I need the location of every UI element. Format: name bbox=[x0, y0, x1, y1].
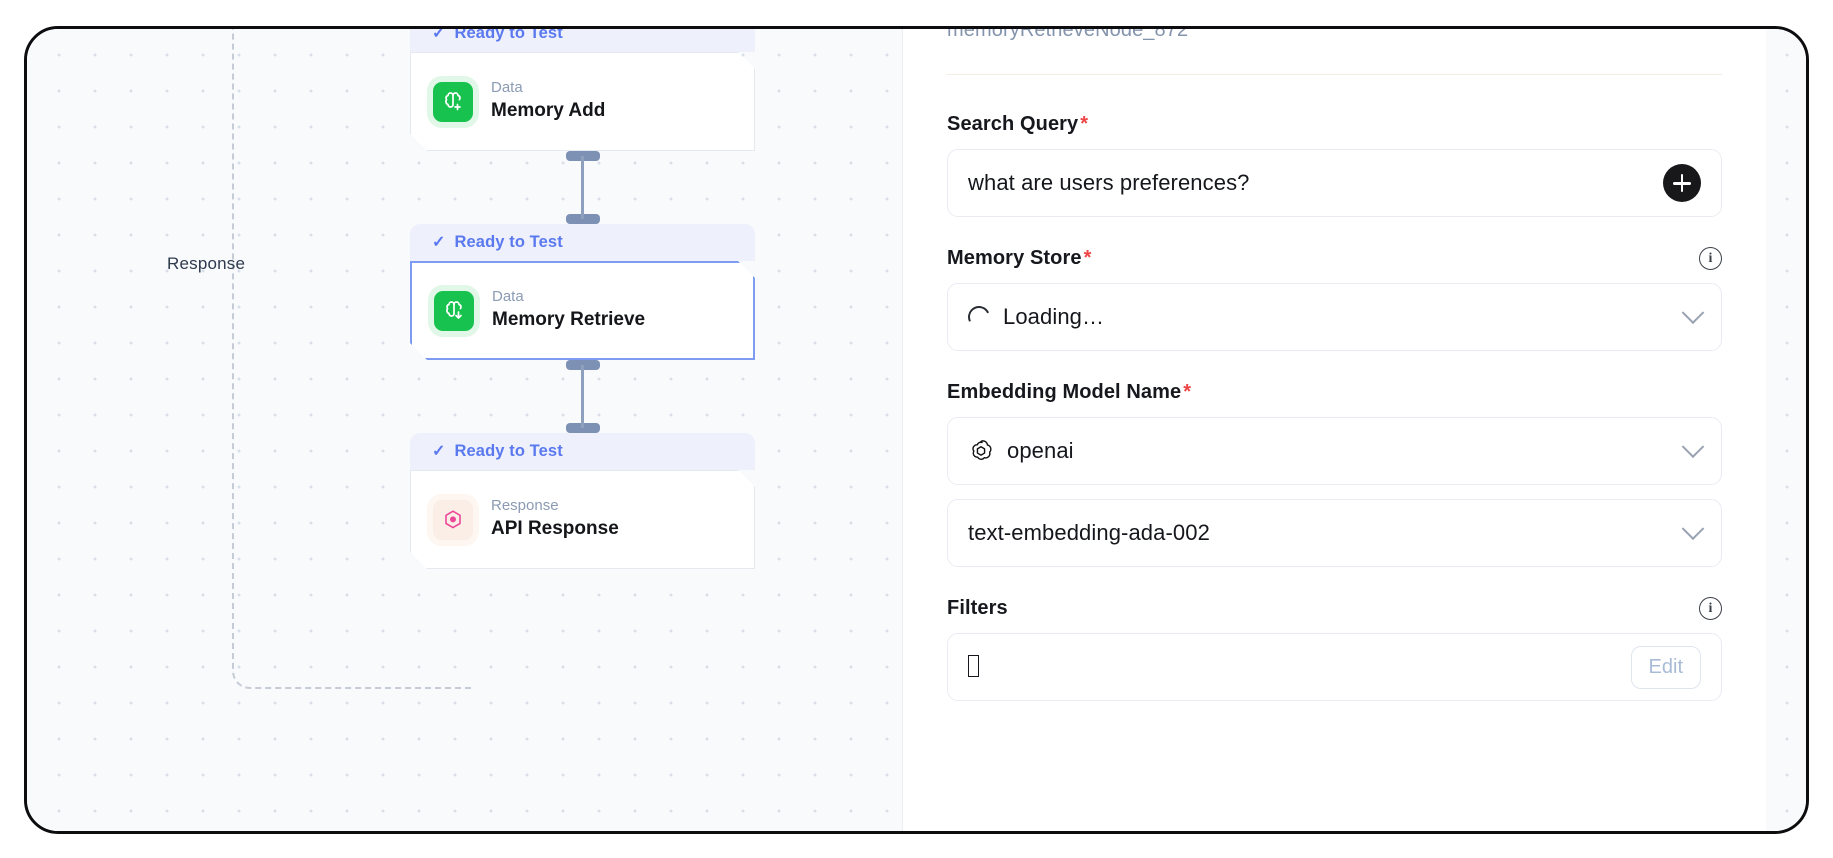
edit-filters-button[interactable]: Edit bbox=[1630, 645, 1701, 689]
api-response-icon bbox=[433, 500, 473, 540]
info-icon[interactable]: i bbox=[1699, 247, 1722, 270]
embedding-model-label: Embedding Model Name* bbox=[947, 381, 1192, 403]
chevron-down-icon bbox=[1681, 517, 1705, 541]
field-embedding-model: Embedding Model Name* openai text-embedd… bbox=[947, 381, 1722, 567]
status-label: Ready to Test bbox=[454, 26, 563, 42]
filters-label: Filters bbox=[947, 597, 1008, 619]
connector-1 bbox=[410, 151, 755, 224]
target-handle[interactable] bbox=[565, 214, 600, 224]
field-label-row: Filters i bbox=[947, 597, 1722, 620]
app-window: Response ✓ Ready to Test bbox=[24, 26, 1809, 834]
node-category: Data bbox=[491, 79, 523, 97]
node-column: ✓ Ready to Test Data Memory A bbox=[410, 26, 755, 569]
field-memory-store: Memory Store* i Loading… bbox=[947, 247, 1722, 351]
status-badge: ✓ Ready to Test bbox=[410, 224, 755, 261]
check-icon: ✓ bbox=[432, 26, 446, 42]
field-label-row: Memory Store* i bbox=[947, 247, 1722, 270]
node-card[interactable]: Data Memory Add bbox=[410, 52, 755, 151]
search-query-value: what are users preferences? bbox=[968, 170, 1250, 195]
node-card[interactable]: Response API Response bbox=[410, 470, 755, 569]
connector-line bbox=[581, 365, 584, 428]
embedding-provider-value: openai bbox=[1007, 438, 1074, 463]
node-meta: Response API Response bbox=[491, 498, 619, 540]
status-label: Ready to Test bbox=[454, 442, 563, 460]
openai-logo-icon bbox=[968, 438, 994, 464]
response-edge bbox=[232, 29, 472, 689]
panel-divider bbox=[947, 74, 1722, 75]
connector-line bbox=[581, 156, 584, 219]
node-properties-panel: memoryRetrieveNode_872 Search Query* wha… bbox=[902, 29, 1766, 831]
loading-spinner-icon bbox=[964, 302, 994, 332]
check-icon: ✓ bbox=[432, 233, 446, 251]
node-category: Data bbox=[492, 288, 524, 306]
node-memory-add[interactable]: ✓ Ready to Test Data Memory A bbox=[410, 26, 755, 151]
required-marker: * bbox=[1083, 247, 1092, 269]
required-marker: * bbox=[1183, 381, 1192, 403]
embedding-model-value: text-embedding-ada-002 bbox=[968, 520, 1210, 545]
edge-label-response: Response bbox=[167, 254, 246, 273]
embedding-model-select[interactable]: text-embedding-ada-002 bbox=[947, 499, 1722, 567]
filters-input[interactable]: Edit bbox=[947, 633, 1722, 701]
memory-store-value: Loading… bbox=[1003, 304, 1105, 329]
add-variable-button[interactable] bbox=[1663, 164, 1701, 202]
check-icon: ✓ bbox=[432, 442, 446, 460]
info-icon[interactable]: i bbox=[1699, 597, 1722, 620]
chevron-down-icon bbox=[1681, 435, 1705, 459]
memory-store-select[interactable]: Loading… bbox=[947, 283, 1722, 351]
node-title: Memory Add bbox=[491, 99, 606, 121]
target-handle[interactable] bbox=[565, 423, 600, 433]
search-query-label: Search Query* bbox=[947, 113, 1089, 135]
node-meta: Data Memory Retrieve bbox=[492, 289, 645, 331]
field-label-row: Search Query* bbox=[947, 113, 1722, 136]
status-badge: ✓ Ready to Test bbox=[410, 433, 755, 470]
empty-array-glyph bbox=[968, 654, 979, 677]
field-label-row: Embedding Model Name* bbox=[947, 381, 1722, 404]
brain-retrieve-icon bbox=[434, 291, 474, 331]
node-title: API Response bbox=[491, 517, 619, 539]
filters-value bbox=[968, 654, 1618, 680]
chevron-down-icon bbox=[1681, 301, 1705, 325]
field-search-query: Search Query* what are users preferences… bbox=[947, 113, 1722, 217]
required-marker: * bbox=[1080, 113, 1089, 135]
connector-2 bbox=[410, 360, 755, 433]
node-title: Memory Retrieve bbox=[492, 308, 646, 330]
status-label: Ready to Test bbox=[454, 233, 563, 251]
node-meta: Data Memory Add bbox=[491, 80, 605, 122]
node-card[interactable]: Data Memory Retrieve bbox=[410, 261, 755, 360]
search-query-input[interactable]: what are users preferences? bbox=[947, 149, 1722, 217]
status-badge: ✓ Ready to Test bbox=[410, 26, 755, 52]
brain-add-icon bbox=[433, 82, 473, 122]
memory-store-label: Memory Store* bbox=[947, 247, 1092, 269]
field-filters: Filters i Edit bbox=[947, 597, 1722, 701]
node-api-response[interactable]: ✓ Ready to Test Response API Response bbox=[410, 433, 755, 569]
embedding-provider-select[interactable]: openai bbox=[947, 417, 1722, 485]
node-id-label: memoryRetrieveNode_872 bbox=[947, 29, 1189, 41]
node-memory-retrieve[interactable]: ✓ Ready to Test Data Memory R bbox=[410, 224, 755, 360]
node-category: Response bbox=[491, 497, 559, 515]
